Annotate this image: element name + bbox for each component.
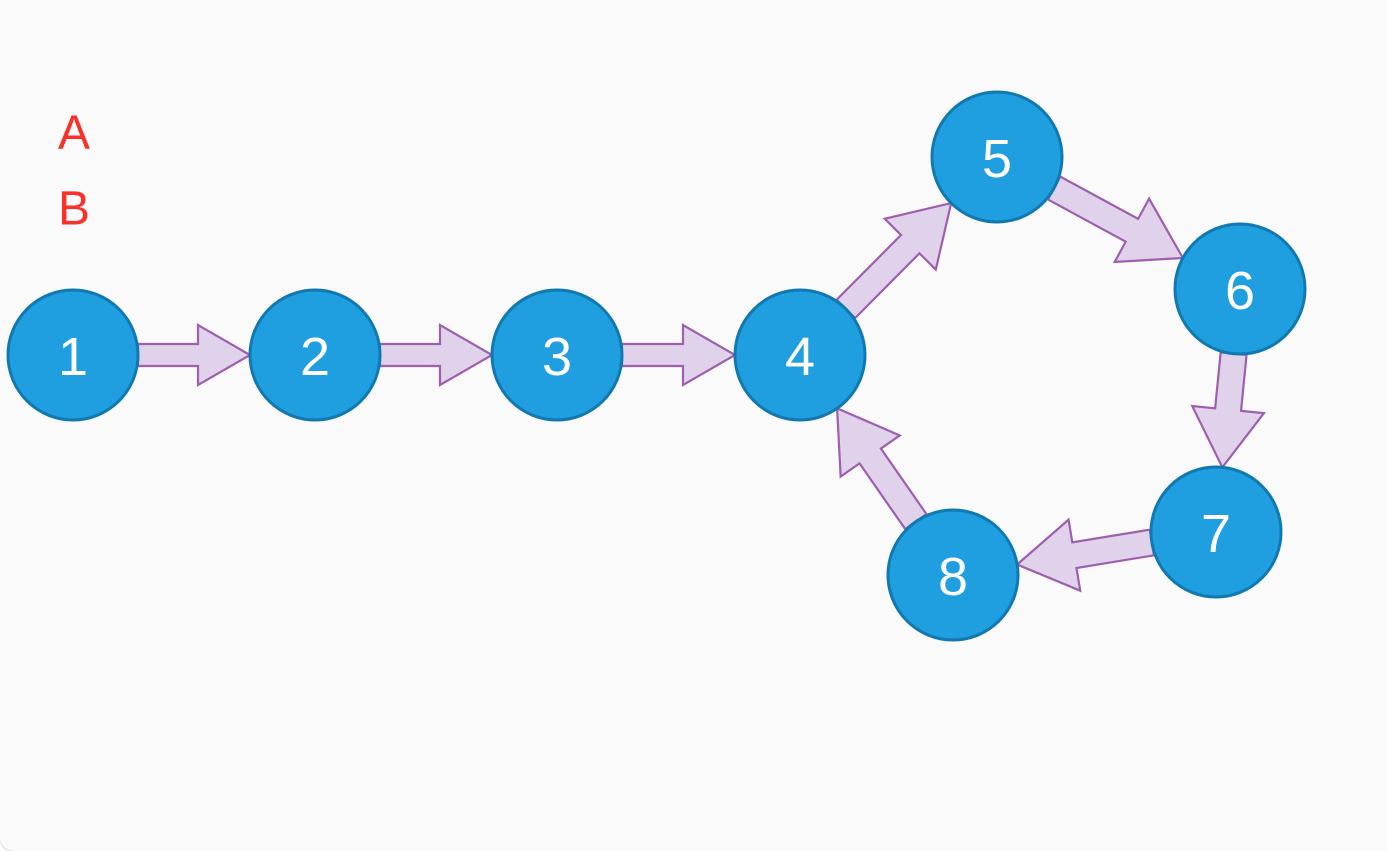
- node-circle-8[interactable]: [886, 508, 1020, 642]
- graph-node-4[interactable]: 4: [733, 288, 867, 422]
- edge-arrow-6-to-7[interactable]: [1190, 351, 1266, 470]
- annotation-label-a: A: [58, 107, 90, 160]
- node-circle-7[interactable]: [1149, 465, 1283, 599]
- edge-arrow-5-to-6[interactable]: [1046, 175, 1185, 264]
- graph-node-3[interactable]: 3: [490, 288, 624, 422]
- node-label-7: 7: [1201, 504, 1231, 564]
- node-label-6: 6: [1225, 261, 1255, 321]
- graph-node-5[interactable]: 5: [930, 90, 1064, 224]
- node-label-2: 2: [300, 327, 330, 387]
- graph-node-6[interactable]: 6: [1173, 222, 1307, 356]
- edge-arrow-4-to-5[interactable]: [835, 201, 953, 320]
- edge-arrow-1-to-2[interactable]: [136, 323, 253, 387]
- annotation-layer: AB: [58, 107, 90, 236]
- node-label-4: 4: [785, 327, 815, 387]
- node-circle-1[interactable]: [6, 288, 140, 422]
- node-circle-4[interactable]: [733, 288, 867, 422]
- node-label-5: 5: [982, 129, 1012, 189]
- node-circle-3[interactable]: [490, 288, 624, 422]
- edge-arrow-3-to-4[interactable]: [620, 323, 738, 387]
- node-label-3: 3: [542, 327, 572, 387]
- edge-layer: [136, 175, 1266, 593]
- graph-node-8[interactable]: 8: [886, 508, 1020, 642]
- graph-node-1[interactable]: 1: [6, 288, 140, 422]
- node-circle-2[interactable]: [248, 288, 382, 422]
- annotation-label-b: B: [58, 183, 90, 236]
- node-circle-6[interactable]: [1173, 222, 1307, 356]
- graph-node-7[interactable]: 7: [1149, 465, 1283, 599]
- edge-arrow-2-to-3[interactable]: [378, 323, 495, 387]
- edge-arrow-7-to-8[interactable]: [1015, 517, 1156, 593]
- node-label-1: 1: [58, 327, 88, 387]
- node-label-8: 8: [938, 547, 968, 607]
- graph-node-2[interactable]: 2: [248, 288, 382, 422]
- node-circle-5[interactable]: [930, 90, 1064, 224]
- node-layer: 1 2 3 4 5 6 7 8: [6, 90, 1307, 642]
- edge-arrow-8-to-4[interactable]: [835, 406, 929, 531]
